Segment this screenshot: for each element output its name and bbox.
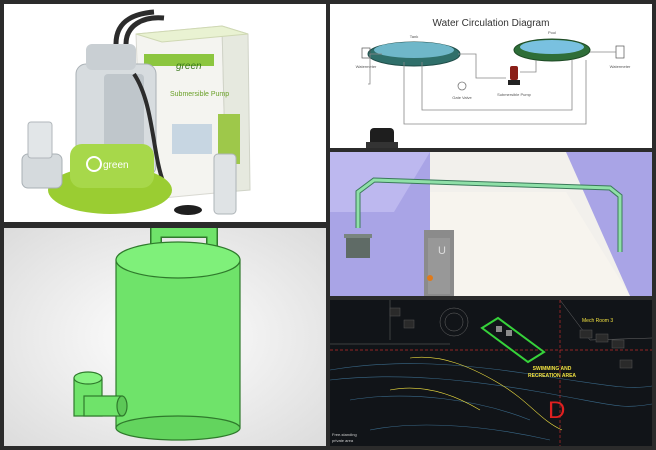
room-label: Mech Room 3 — [582, 318, 613, 324]
pump-photo-tile[interactable]: green Submersible Pump green — [4, 4, 326, 222]
big-marker: D — [548, 397, 565, 424]
pump-label: Submersible Pump — [497, 92, 532, 97]
pump-photo: green Submersible Pump green — [4, 4, 326, 222]
panel-letter: U — [438, 245, 446, 257]
cad-plan-tile[interactable]: SWIMMING AND RECREATION AREA Mech Room 3… — [330, 300, 652, 446]
area-label-line1: SWIMMING AND — [533, 366, 572, 372]
corner-note-line2: private area — [332, 438, 354, 443]
box-brand-text: green — [176, 61, 202, 72]
area-label-line2: RECREATION AREA — [528, 373, 576, 379]
pool-label: Pool — [548, 30, 556, 35]
water-circulation-diagram: Water Circulation Diagram Tank Pool Wate… — [330, 4, 652, 148]
pump-3d-model — [4, 228, 326, 446]
pipe-render-tile[interactable]: U — [330, 152, 652, 296]
box-product-text: Submersible Pump — [170, 91, 229, 98]
pump-model-tile[interactable] — [4, 228, 326, 446]
pump-brand-text: green — [103, 160, 129, 171]
cad-site-plan: SWIMMING AND RECREATION AREA Mech Room 3… — [330, 300, 652, 446]
right-meter-label: Watermeter — [610, 64, 631, 69]
tank-label: Tank — [410, 34, 418, 39]
diagram-title: Water Circulation Diagram — [433, 18, 550, 29]
water-circulation-diagram-tile[interactable]: Water Circulation Diagram Tank Pool Wate… — [330, 4, 652, 148]
corner-note-line1: Free-standing — [332, 432, 357, 437]
valve-label: Gate Valve — [452, 95, 472, 100]
pipe-3d-render: U — [330, 152, 652, 296]
left-meter-label: Watermeter — [356, 64, 377, 69]
